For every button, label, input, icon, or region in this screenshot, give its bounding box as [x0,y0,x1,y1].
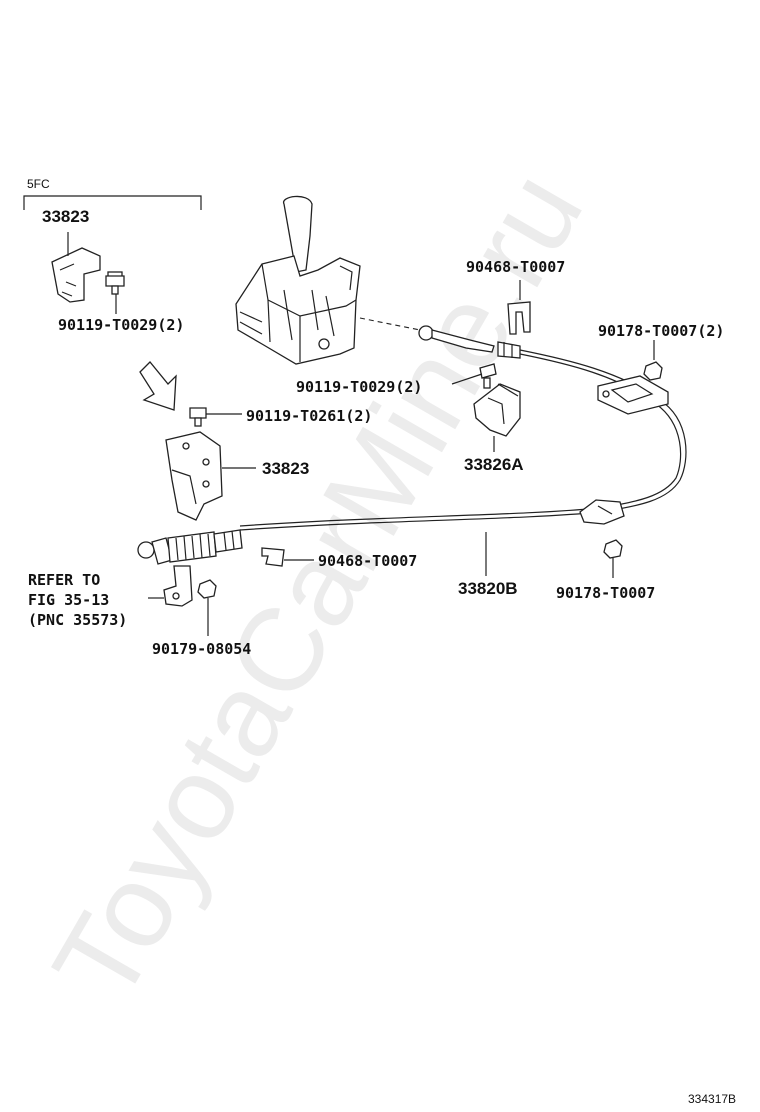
label-cable: 33820B [458,579,518,598]
bracket-33823-mid[interactable] [165,431,223,521]
cable-clamp[interactable] [163,565,193,607]
label-bolt-mid: 90119-T0261(2) [246,407,372,425]
bracket-33823-top[interactable] [51,247,101,303]
group-code-label: 5FC [27,177,50,191]
label-nut-right-top: 90178-T0007(2) [598,322,724,340]
nut-right-bottom[interactable] [603,539,623,559]
label-nut-right-bottom: 90178-T0007 [556,584,655,602]
label-clip-bottom: 90468-T0007 [318,552,417,570]
label-retainer: 33826A [464,455,524,474]
retainer-33826A[interactable] [473,383,521,437]
nut-bottom[interactable] [197,579,217,599]
label-bolt-top: 90119-T0029(2) [58,316,184,334]
cable-end-transmission[interactable] [137,529,243,565]
clip-top[interactable] [507,301,531,335]
label-33823-mid: 33823 [262,459,309,478]
refer-line3: (PNC 35573) [28,611,127,629]
refer-line1: REFER TO [28,571,100,589]
cable-end-shifter[interactable] [418,325,521,359]
refer-line2: FIG 35-13 [28,591,109,609]
label-nut-bottom: 90179-08054 [152,640,251,658]
label-clip-top: 90468-T0007 [466,258,565,276]
bolt-top[interactable] [105,271,125,295]
group-bracket: 5FC [23,177,202,210]
cable-bracket-plate[interactable] [597,375,669,415]
cable-grommet-right[interactable] [579,499,625,525]
figure-id: 334317B [688,1092,736,1106]
nut-right-top[interactable] [643,361,663,381]
bolt-mid[interactable] [189,407,207,427]
clip-bottom[interactable] [261,547,285,567]
shift-lever-assembly[interactable] [235,195,361,365]
label-bolt-center: 90119-T0029(2) [296,378,422,396]
bolt-center[interactable] [479,363,497,389]
refer-note: REFER TO FIG 35-13 (PNC 35573) [28,571,127,629]
direction-arrow [139,361,177,411]
label-33823-top: 33823 [42,207,89,226]
